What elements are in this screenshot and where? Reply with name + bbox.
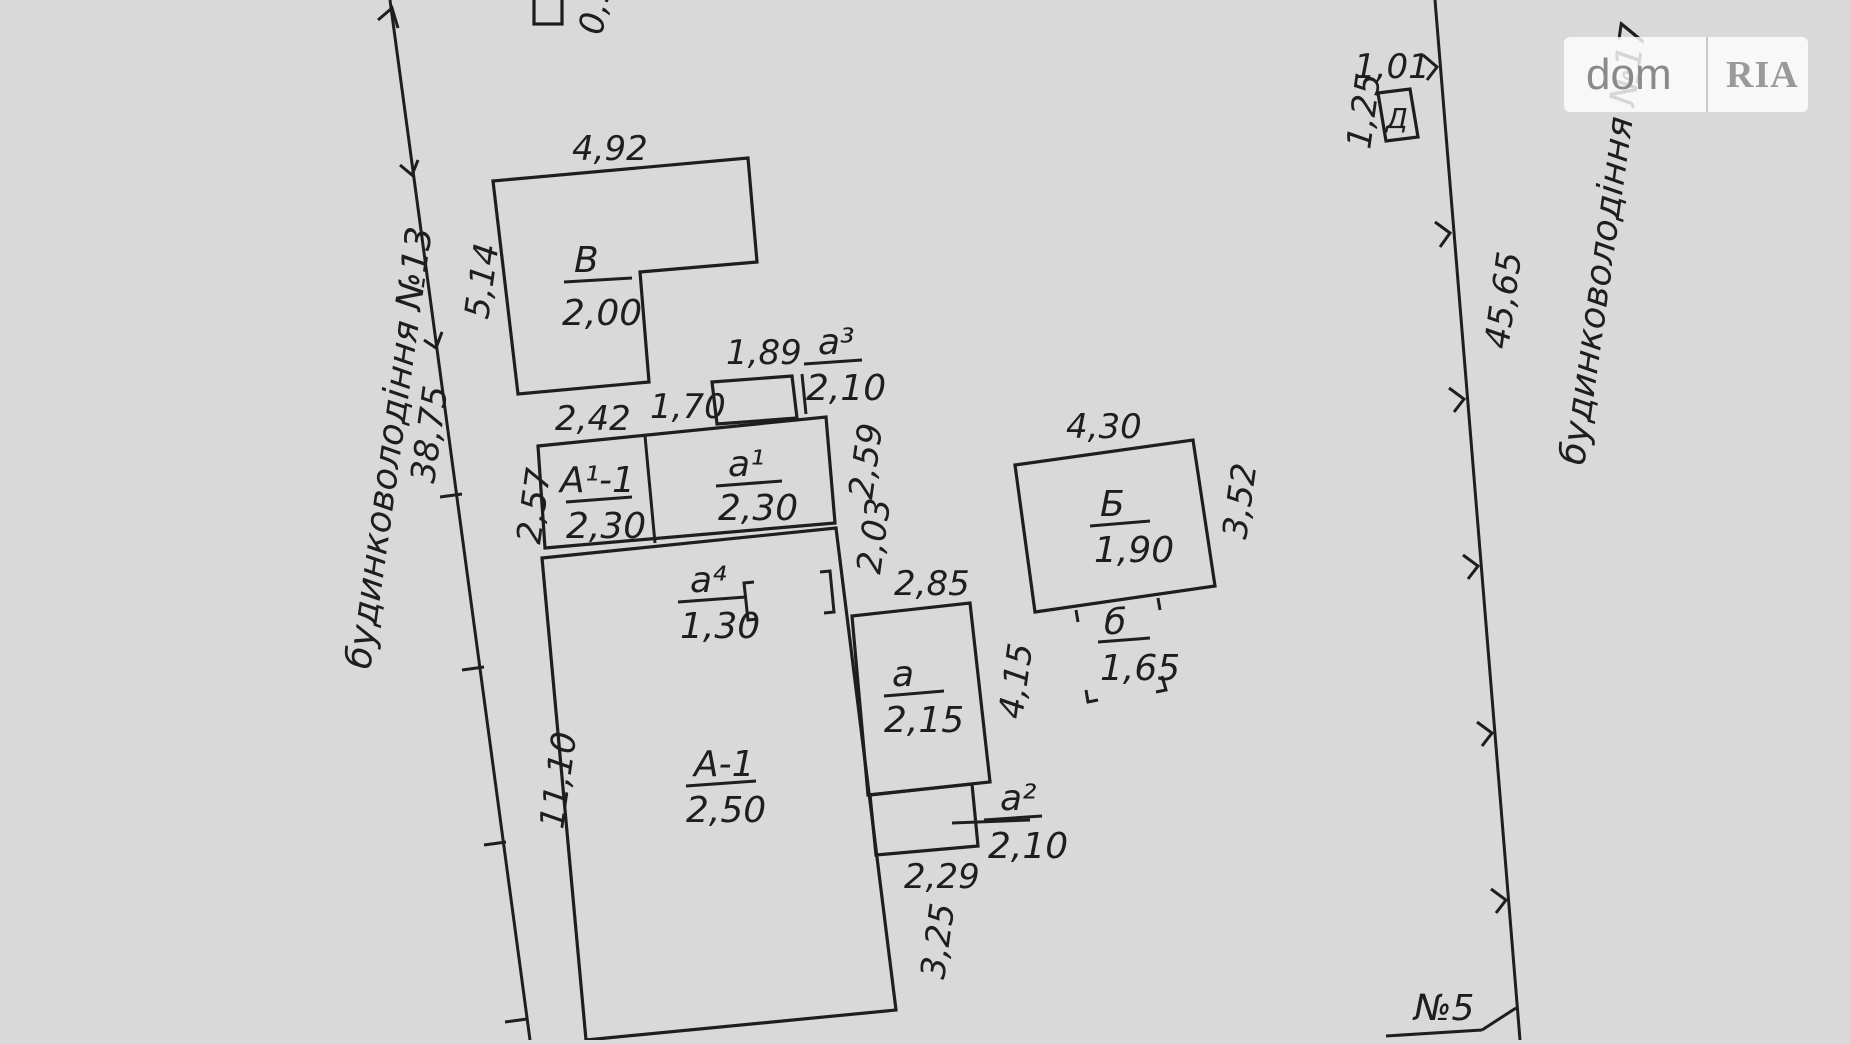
building-v-height: 2,00 [562,293,642,334]
structure-d-depth: 1,25 [1339,71,1389,152]
annex-a-letter: а [892,654,914,695]
building-main-bottom-depth: 3,25 [913,901,963,982]
building-v-depth: 5,14 [457,241,507,322]
building-a1: 2,42 1,70 2,57 2,59 А¹-1 2,30 а¹ 2,30 [509,387,891,550]
structure-d-letter: Д [1384,102,1408,135]
porch-bottom-letter: а² [1000,778,1037,819]
porch-bottom-width: 2,29 [904,857,980,897]
building-b-depth: 3,52 [1215,461,1265,542]
building-a1-depth: 2,59 [841,421,891,502]
neighbor-bottom-right: №5 [1385,988,1517,1038]
porch-top-height: 2,10 [806,368,886,409]
annex-a-height: 2,15 [884,700,964,741]
left-boundary [377,0,532,1041]
building-b-small-letter: б [1104,602,1126,643]
structure-d: 1,01 1,25 Д [1339,47,1429,151]
building-v-letter: В [574,240,599,281]
building-a1-height: 2,30 [718,488,798,529]
watermark-brand-ria: RIA [1726,53,1799,96]
watermark-brand: dom [1586,49,1672,99]
building-a4-letter: а⁴ [690,560,727,601]
building-b-height: 1,90 [1094,530,1174,571]
building-a1-1-depth: 2,57 [509,465,559,546]
building-a1-1-width: 2,42 [555,399,631,439]
annex-a: 2,85 4,15 а 2,15 [850,564,1041,797]
porch-top: 1,89 а³ 2,10 [710,322,886,426]
watermark-divider [1706,37,1708,112]
porch-top-width: 1,89 [726,333,802,373]
building-a4-depth: 2,03 [849,496,899,577]
right-boundary-length: 45,65 [1477,249,1530,351]
building-a1-1-letter: А¹-1 [558,460,635,501]
building-b: 4,30 3,52 Б 1,90 б 1,65 [1013,407,1265,704]
building-b-small-height: 1,65 [1100,648,1180,689]
building-main: а⁴ 1,30 2,03 11,10 А-1 2,50 3,25 [532,496,963,1042]
building-a1-1-height: 2,30 [566,506,646,547]
annex-a-width: 2,85 [894,564,970,604]
right-boundary [1422,0,1522,1041]
porch-bottom: 2,29 а² 2,10 [868,778,1068,897]
watermark-logo: dom RIA [1564,37,1808,112]
top-partial-dim: 0,9 [571,0,620,38]
porch-top-letter: а³ [818,322,855,363]
top-partial-structure [532,0,564,26]
building-a1-letter: а¹ [728,444,765,485]
building-main-height: 2,50 [686,790,766,831]
porch-bottom-height: 2,10 [988,826,1068,867]
building-v-width: 4,92 [572,129,648,169]
neighbor-bottom-right-label: №5 [1412,988,1474,1029]
structure-d-width: 1,01 [1354,47,1430,87]
building-b-width: 4,30 [1066,407,1142,447]
building-main-letter: А-1 [692,744,755,785]
building-v: 4,92 5,14 В 2,00 [457,129,759,396]
building-b-letter: Б [1100,484,1125,525]
building-main-depth: 11,10 [532,729,585,831]
annex-a-depth: 4,15 [991,641,1041,722]
